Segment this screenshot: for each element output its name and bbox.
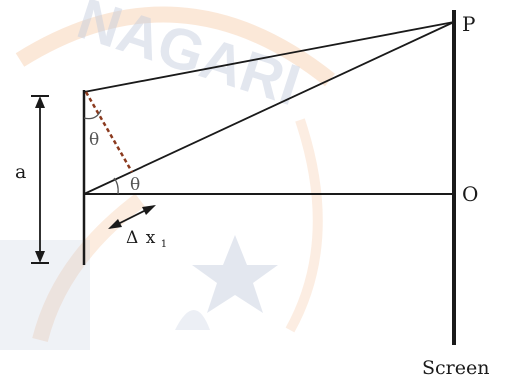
theta-bottom-label: θ	[130, 175, 140, 195]
delta-x1-label: Δ x 1	[126, 228, 167, 250]
screen-label: Screen	[422, 357, 489, 379]
theta-bottom-arc	[113, 177, 119, 195]
ray-bottom-to-p	[83, 21, 455, 195]
point-p-label: P	[462, 12, 475, 36]
delta-symbol: Δ	[126, 228, 138, 248]
theta-top-label: θ	[89, 130, 99, 150]
slit-width-label: a	[15, 161, 26, 183]
theta-top-arc	[83, 109, 102, 120]
watermark-seal: NAGARI	[0, 0, 335, 350]
x-subscript: 1	[161, 239, 167, 250]
slit-width-arrow	[31, 95, 49, 264]
delta-x1-arrow	[108, 205, 156, 229]
ray-top-to-p	[83, 21, 455, 93]
x-variable: x	[146, 228, 156, 248]
path-difference-line	[84, 91, 134, 173]
point-o-label: O	[462, 182, 478, 206]
svg-text:NAGARI: NAGARI	[70, 0, 308, 118]
